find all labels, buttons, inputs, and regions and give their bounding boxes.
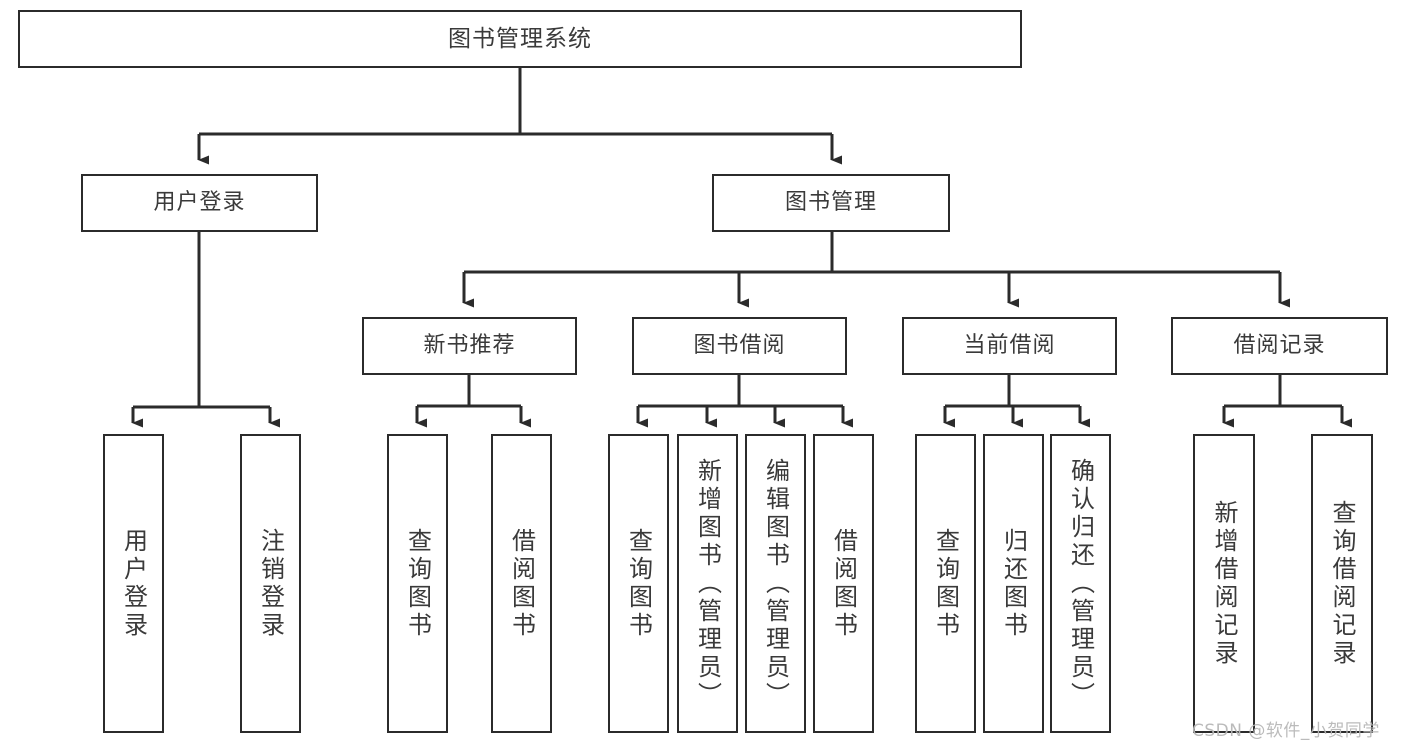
node-leaf-query-record[interactable]: 查询借阅记录	[1311, 434, 1373, 733]
node-book-management-label: 图书管理	[784, 190, 877, 216]
node-leaf-borrow-book-2-label: 借阅图书	[829, 527, 858, 640]
node-leaf-query-book-3-label: 查询图书	[931, 527, 960, 640]
node-borrow-record-label: 借阅记录	[1233, 333, 1326, 359]
node-new-book-recommend-label: 新书推荐	[423, 333, 516, 359]
node-leaf-logout[interactable]: 注销登录	[240, 434, 301, 733]
node-leaf-query-book-2-label: 查询图书	[624, 527, 653, 640]
node-leaf-query-record-label: 查询借阅记录	[1328, 499, 1356, 668]
node-leaf-confirm-return-label: 确认归还（管理员）	[1066, 457, 1095, 710]
node-leaf-borrow-book-1[interactable]: 借阅图书	[491, 434, 552, 733]
node-leaf-logout-label: 注销登录	[256, 527, 285, 640]
node-leaf-borrow-book-2[interactable]: 借阅图书	[813, 434, 874, 733]
node-leaf-confirm-return[interactable]: 确认归还（管理员）	[1050, 434, 1111, 733]
watermark-text: CSDN @软件_小贺同学	[1192, 721, 1380, 741]
node-current-borrow-label: 当前借阅	[963, 333, 1056, 359]
node-root[interactable]: 图书管理系统	[18, 10, 1022, 68]
node-user-login[interactable]: 用户登录	[81, 174, 318, 232]
node-leaf-user-login[interactable]: 用户登录	[103, 434, 164, 733]
node-new-book-recommend[interactable]: 新书推荐	[362, 317, 577, 375]
node-leaf-add-book[interactable]: 新增图书（管理员）	[677, 434, 738, 733]
node-leaf-query-book-1[interactable]: 查询图书	[387, 434, 448, 733]
node-leaf-query-book-1-label: 查询图书	[403, 527, 432, 640]
node-leaf-edit-book-label: 编辑图书（管理员）	[761, 457, 790, 710]
node-leaf-return-book[interactable]: 归还图书	[983, 434, 1044, 733]
node-leaf-query-book-3[interactable]: 查询图书	[915, 434, 976, 733]
node-leaf-add-record-label: 新增借阅记录	[1210, 499, 1238, 668]
node-book-management[interactable]: 图书管理	[712, 174, 950, 232]
node-leaf-query-book-2[interactable]: 查询图书	[608, 434, 669, 733]
node-borrow-record[interactable]: 借阅记录	[1171, 317, 1388, 375]
node-leaf-add-record[interactable]: 新增借阅记录	[1193, 434, 1255, 733]
node-book-borrow-label: 图书借阅	[693, 333, 786, 359]
node-leaf-edit-book[interactable]: 编辑图书（管理员）	[745, 434, 806, 733]
node-leaf-borrow-book-1-label: 借阅图书	[507, 527, 536, 640]
node-leaf-user-login-label: 用户登录	[119, 527, 148, 640]
node-user-login-label: 用户登录	[153, 190, 246, 216]
node-leaf-add-book-label: 新增图书（管理员）	[693, 457, 722, 710]
node-leaf-return-book-label: 归还图书	[999, 527, 1028, 640]
node-book-borrow[interactable]: 图书借阅	[632, 317, 847, 375]
node-root-label: 图书管理系统	[448, 25, 592, 52]
node-current-borrow[interactable]: 当前借阅	[902, 317, 1117, 375]
